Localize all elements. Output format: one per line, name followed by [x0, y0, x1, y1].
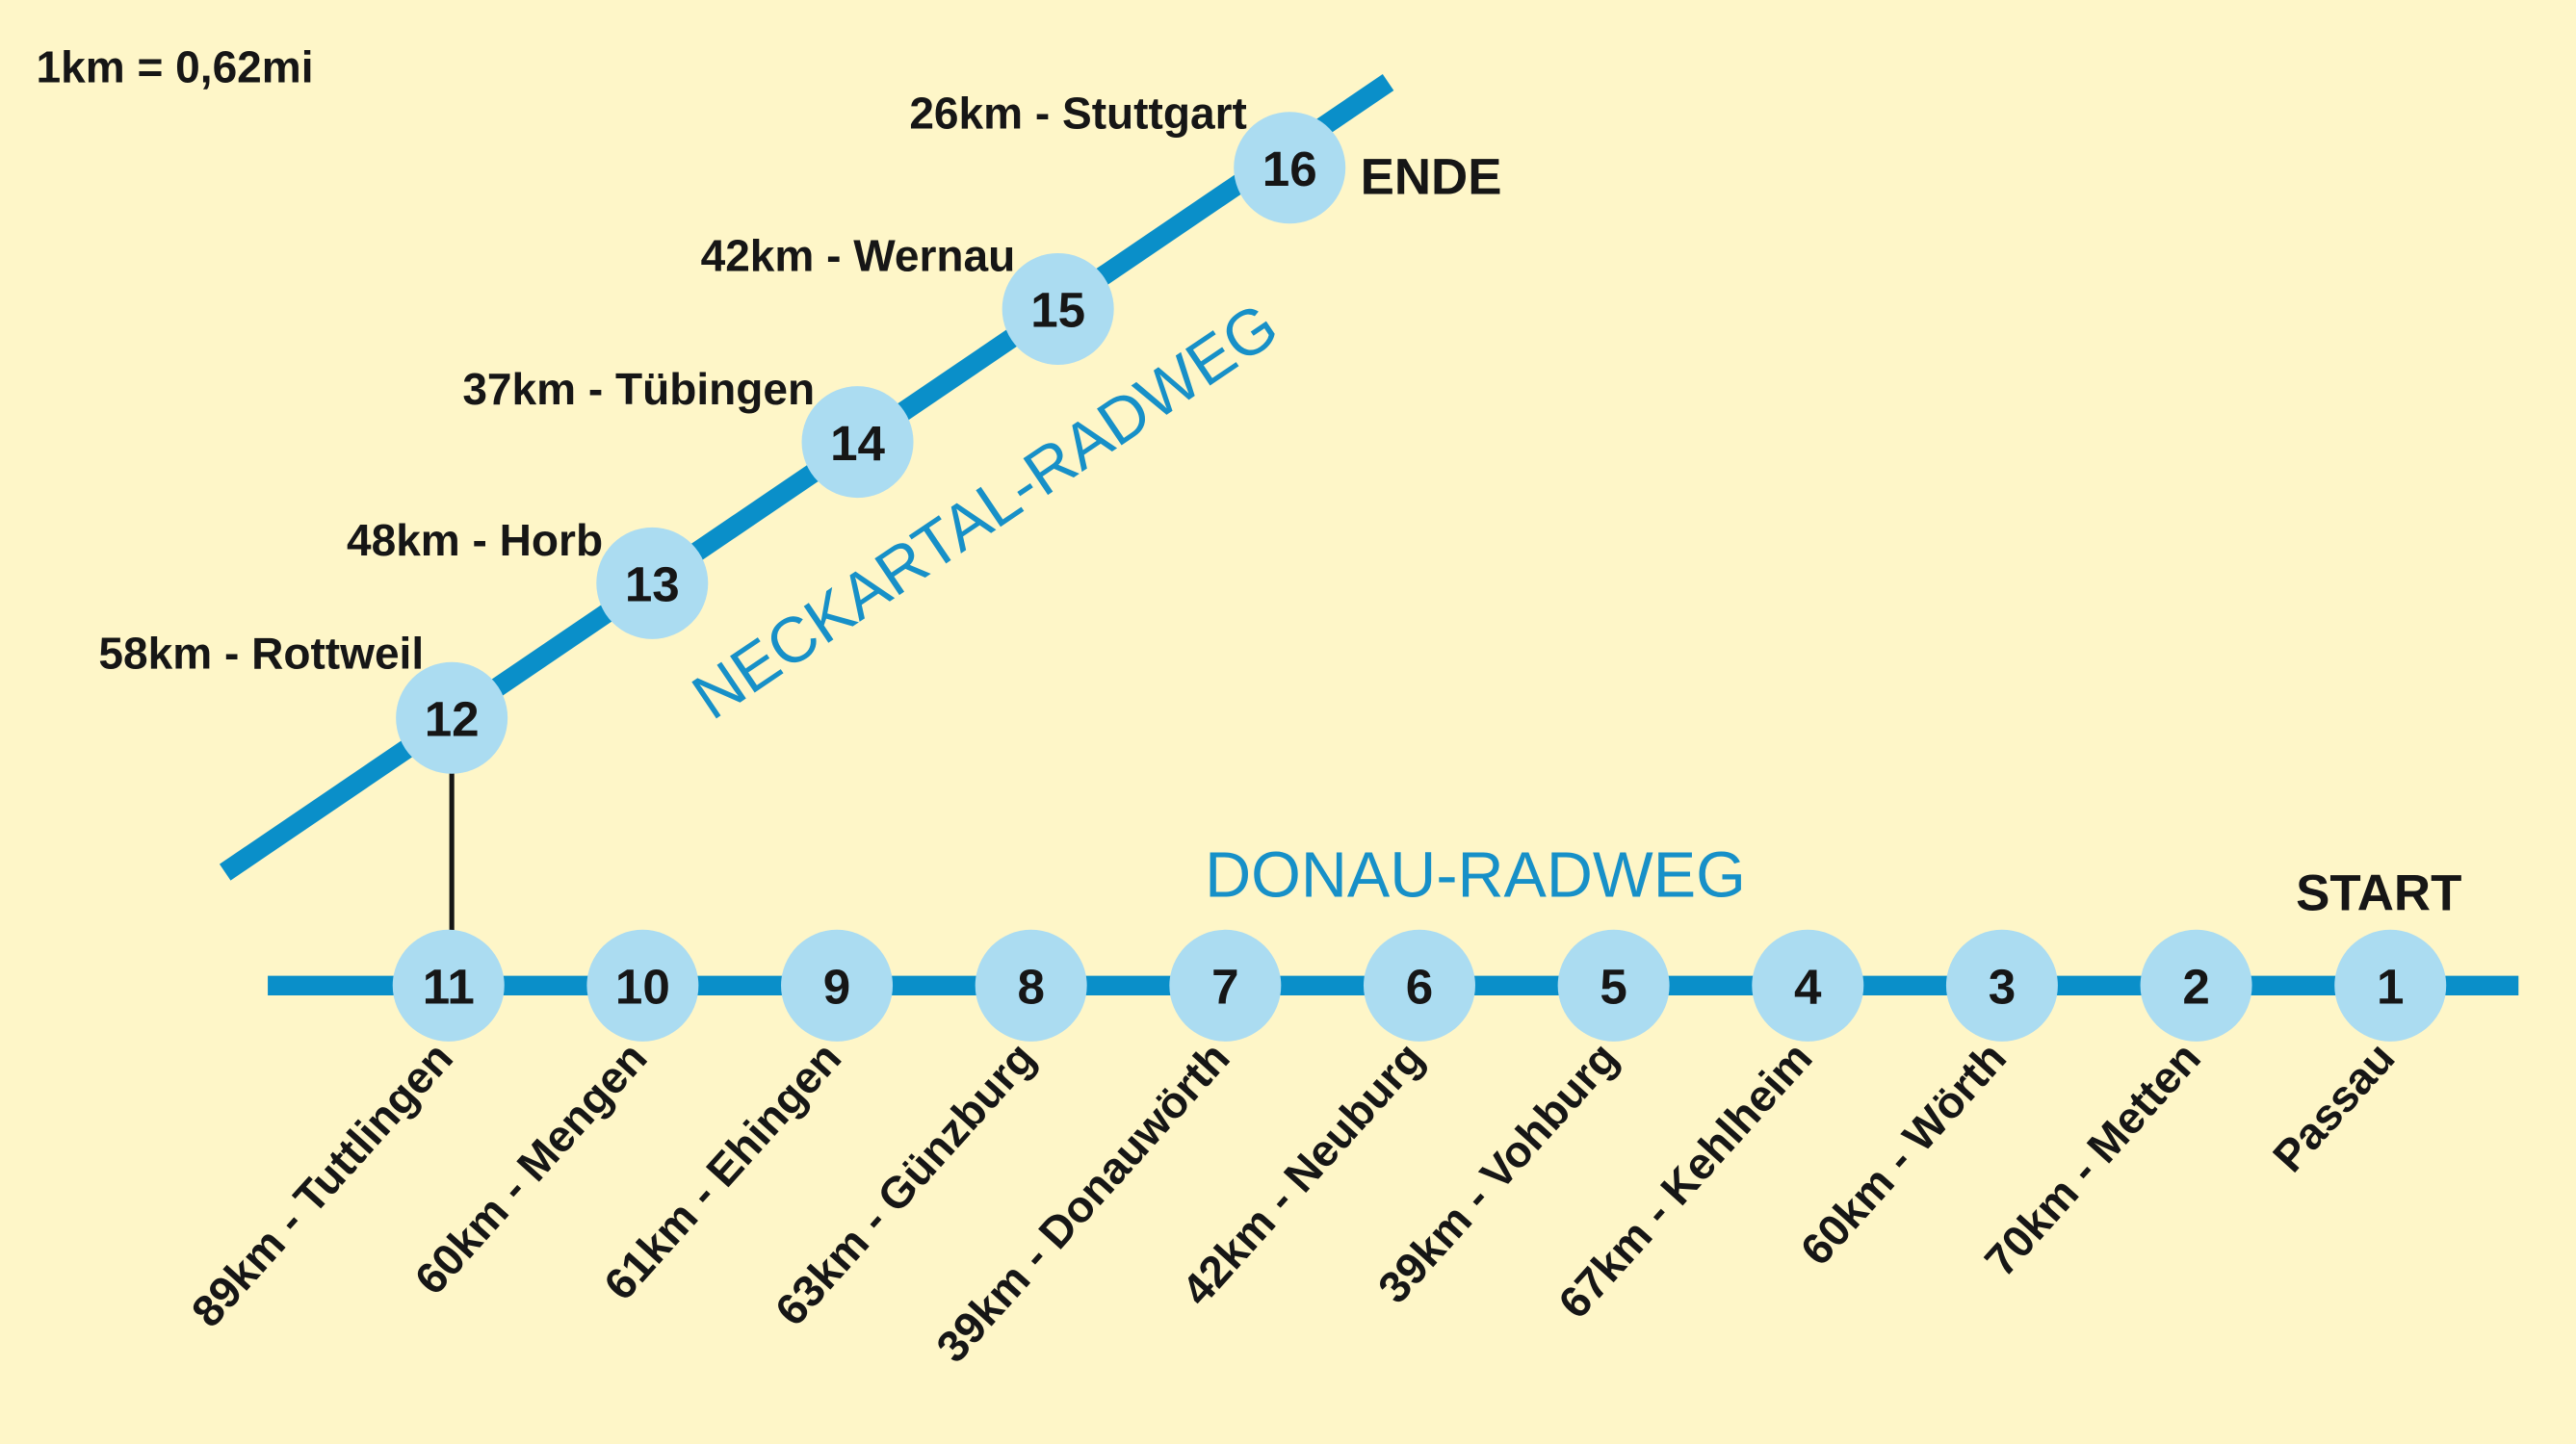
station-7-number: 7	[1211, 960, 1238, 1015]
station-4-number: 4	[1794, 960, 1822, 1015]
station-4-circle	[1752, 929, 1864, 1042]
station-15-circle	[1002, 252, 1114, 365]
station-2-circle	[2140, 929, 2252, 1042]
station-10-number: 10	[615, 960, 670, 1015]
station-13-circle	[596, 527, 709, 639]
station-15-label: 42km - Wernau	[701, 231, 1016, 281]
end-label: ENDE	[1361, 149, 1502, 206]
station-9-number: 9	[823, 960, 850, 1015]
station-11-circle	[392, 929, 505, 1042]
station-13-label: 48km - Horb	[347, 515, 603, 565]
station-1-number: 1	[2377, 960, 2404, 1015]
station-6-number: 6	[1406, 960, 1433, 1015]
station-3-number: 3	[1989, 960, 2016, 1015]
station-2-number: 2	[2182, 960, 2209, 1015]
station-16-label: 26km - Stuttgart	[909, 88, 1247, 138]
station-16-number: 16	[1262, 142, 1317, 196]
station-1-circle	[2334, 929, 2447, 1042]
station-13-number: 13	[625, 557, 680, 612]
station-5-number: 5	[1600, 960, 1626, 1015]
station-14-circle	[801, 386, 914, 499]
start-label: START	[2296, 864, 2461, 921]
station-3-circle	[1945, 929, 2058, 1042]
station-8-number: 8	[1017, 960, 1044, 1015]
station-8-circle	[975, 929, 1087, 1042]
station-10-circle	[586, 929, 699, 1042]
station-14-number: 14	[830, 416, 885, 471]
station-14-label: 37km - Tübingen	[462, 364, 815, 414]
donau-route-name: DONAU-RADWEG	[1205, 840, 1746, 912]
station-12-number: 12	[425, 692, 480, 747]
station-16-circle	[1234, 112, 1346, 224]
station-11-number: 11	[423, 960, 475, 1015]
station-15-number: 15	[1030, 283, 1085, 338]
station-6-circle	[1363, 929, 1475, 1042]
station-5-circle	[1557, 929, 1670, 1042]
station-9-circle	[781, 929, 894, 1042]
station-12-label: 58km - Rottweil	[98, 629, 424, 679]
station-7-circle	[1169, 929, 1282, 1042]
scale-note: 1km = 0,62mi	[37, 42, 314, 92]
station-12-circle	[396, 661, 508, 774]
